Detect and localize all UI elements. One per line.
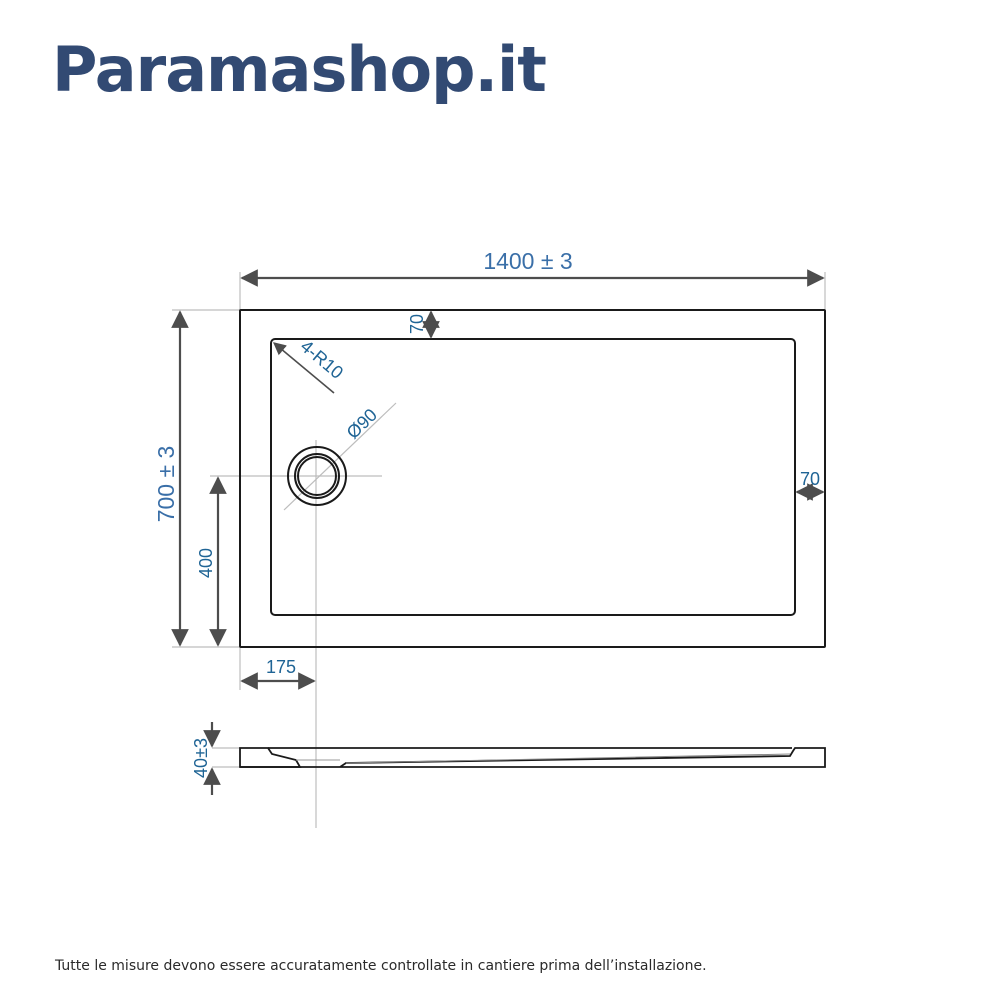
tray-outer-outline	[239, 309, 826, 648]
footer-note: Tutte le misure devono essere accuratame…	[55, 958, 707, 974]
height-dimension-label: 700 ± 3	[153, 446, 179, 523]
drain-icon	[287, 446, 347, 506]
drain-offset-y-label: 400	[196, 548, 216, 578]
rim-top-label: 70	[407, 314, 427, 334]
brand-title: Paramashop.it	[52, 33, 547, 106]
thickness-label: 40±3	[191, 738, 211, 778]
drain-offset-x-label: 175	[266, 657, 296, 677]
corner-radius-label: 4-R10	[297, 336, 347, 383]
rim-right-label: 70	[800, 469, 820, 489]
extension-lines	[172, 272, 826, 828]
side-profile-view	[239, 747, 826, 768]
drain-diameter-label: Ø90	[343, 405, 381, 443]
width-dimension-label: 1400 ± 3	[483, 248, 572, 274]
tray-inner-outline	[270, 338, 796, 616]
dimension-arrows	[171, 269, 825, 795]
